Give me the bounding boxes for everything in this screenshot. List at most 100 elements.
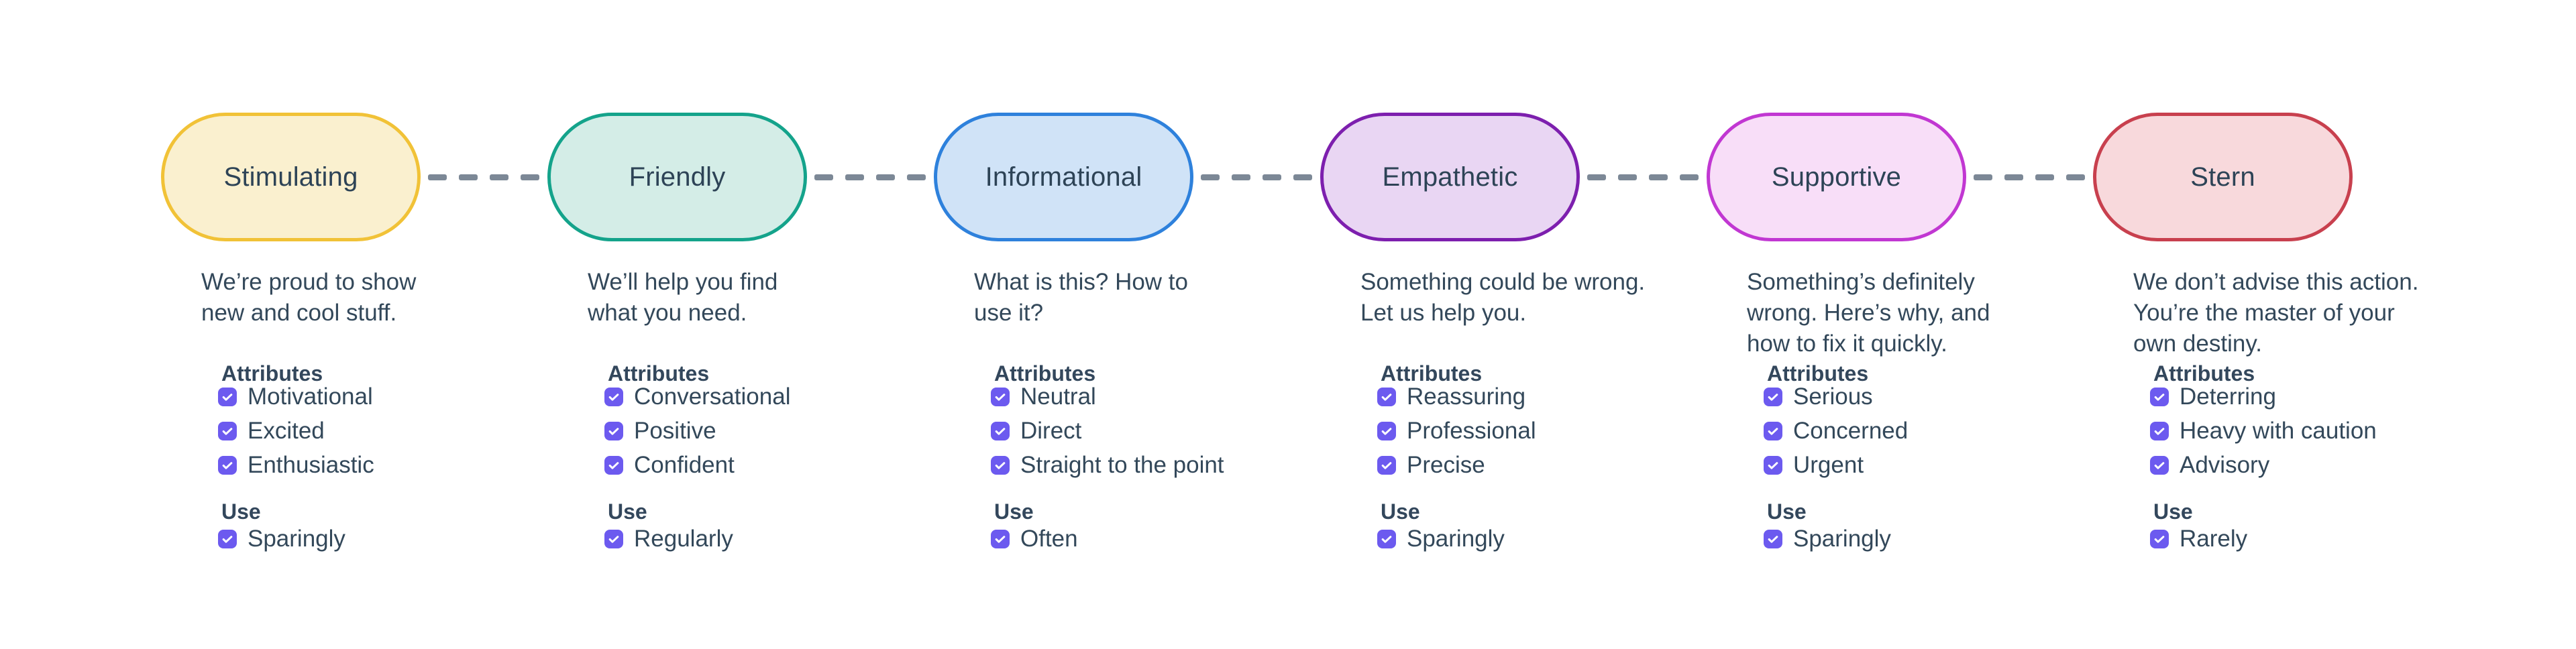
checkbox-checked[interactable]	[218, 387, 237, 406]
checkbox-checked[interactable]	[1764, 387, 1782, 406]
checkbox-row: Rarely	[2150, 527, 2247, 550]
checkbox-row: Deterring	[2150, 385, 2377, 408]
checkbox-checked[interactable]	[218, 455, 237, 475]
checkbox-checked[interactable]	[2150, 387, 2169, 406]
checkbox-checked[interactable]	[991, 529, 1010, 548]
checkbox-checked[interactable]	[604, 387, 623, 406]
checkbox-label: Conversational	[634, 384, 791, 410]
tone-pill: Empathetic	[1320, 113, 1580, 241]
checkbox-row: Straight to the point	[991, 453, 1224, 477]
use-heading: Use	[608, 499, 647, 524]
checkbox-row: Concerned	[1764, 419, 1908, 442]
checkbox-checked[interactable]	[1377, 387, 1396, 406]
connector-dash	[1587, 174, 1606, 180]
checkbox-row: Direct	[991, 419, 1224, 442]
checkbox-checked[interactable]	[218, 529, 237, 548]
checkbox-checked[interactable]	[1377, 421, 1396, 440]
use-list: Sparingly	[1764, 527, 1891, 550]
check-icon	[222, 535, 233, 543]
check-icon	[608, 535, 619, 543]
use-heading: Use	[221, 499, 261, 524]
checkbox-checked[interactable]	[991, 387, 1010, 406]
check-icon	[995, 461, 1006, 469]
tone-description: What is this? How to use it?	[974, 269, 1188, 326]
tone-pill: Stimulating	[161, 113, 421, 241]
connector-dash	[1201, 174, 1220, 180]
checkbox-checked[interactable]	[1377, 455, 1396, 475]
checkbox-row: Neutral	[991, 385, 1224, 408]
attributes-list: Motivational Excited Enthusiastic	[218, 385, 374, 477]
checkbox-label: Concerned	[1793, 418, 1909, 444]
checkbox-row: Sparingly	[1764, 527, 1891, 550]
checkbox-label: Heavy with caution	[2180, 418, 2377, 444]
check-icon	[995, 393, 1006, 401]
checkbox-checked[interactable]	[218, 421, 237, 440]
check-icon	[222, 393, 233, 401]
attributes-list: Conversational Positive Confident	[604, 385, 790, 477]
use-list: Rarely	[2150, 527, 2247, 550]
check-icon	[1381, 461, 1392, 469]
checkbox-checked[interactable]	[1764, 455, 1782, 475]
tone-column: Supportive Something’s definitely wrong.…	[1707, 113, 1990, 582]
checkbox-label: Urgent	[1793, 452, 1864, 478]
checkbox-label: Rarely	[2180, 526, 2248, 552]
checkbox-checked[interactable]	[1377, 529, 1396, 548]
pill-title: Empathetic	[1382, 162, 1518, 192]
connector-dash	[490, 174, 508, 180]
checkbox-label: Serious	[1793, 384, 1873, 410]
checkbox-label: Deterring	[2180, 384, 2276, 410]
dashed-connector	[1974, 174, 2085, 180]
checkbox-checked[interactable]	[604, 455, 623, 475]
connector-dash	[1293, 174, 1312, 180]
checkbox-checked[interactable]	[2150, 455, 2169, 475]
connector-dash	[1618, 174, 1637, 180]
connector-dash	[1649, 174, 1668, 180]
checkbox-label: Professional	[1407, 418, 1536, 444]
checkbox-checked[interactable]	[2150, 529, 2169, 548]
attributes-heading: Attributes	[1381, 361, 1483, 386]
checkbox-row: Sparingly	[218, 527, 345, 550]
attributes-list: Serious Concerned Urgent	[1764, 385, 1908, 477]
checkbox-label: Sparingly	[248, 526, 345, 552]
connector-dash	[521, 174, 539, 180]
check-icon	[608, 393, 619, 401]
connector-dash	[2066, 174, 2085, 180]
checkbox-label: Excited	[248, 418, 325, 444]
pill-title: Informational	[985, 162, 1142, 192]
check-icon	[1768, 393, 1778, 401]
checkbox-checked[interactable]	[991, 421, 1010, 440]
tone-pill: Supportive	[1707, 113, 1966, 241]
tone-description: We’ll help you find what you need.	[588, 269, 778, 326]
checkbox-label: Reassuring	[1407, 384, 1526, 410]
checkbox-row: Positive	[604, 419, 790, 442]
dashed-connector	[1201, 174, 1312, 180]
attributes-list: Deterring Heavy with caution Advisory	[2150, 385, 2377, 477]
tone-column: Stimulating We’re proud to show new and …	[161, 113, 421, 582]
dashed-connector	[428, 174, 539, 180]
checkbox-checked[interactable]	[604, 421, 623, 440]
check-icon	[2154, 427, 2165, 435]
use-list: Sparingly	[1377, 527, 1505, 550]
connector-dash	[428, 174, 447, 180]
checkbox-checked[interactable]	[604, 529, 623, 548]
check-icon	[1768, 535, 1778, 543]
checkbox-row: Urgent	[1764, 453, 1908, 477]
tone-description: Something could be wrong. Let us help yo…	[1360, 269, 1646, 326]
tone-column: Friendly We’ll help you find what you ne…	[547, 113, 807, 582]
checkbox-label: Positive	[634, 418, 716, 444]
use-list: Sparingly	[218, 527, 345, 550]
use-list: Regularly	[604, 527, 733, 550]
checkbox-checked[interactable]	[1764, 529, 1782, 548]
check-icon	[1381, 535, 1392, 543]
attributes-heading: Attributes	[2153, 361, 2255, 386]
checkbox-row: Serious	[1764, 385, 1908, 408]
checkbox-row: Advisory	[2150, 453, 2377, 477]
checkbox-checked[interactable]	[1764, 421, 1782, 440]
checkbox-checked[interactable]	[991, 455, 1010, 475]
check-icon	[995, 427, 1006, 435]
tone-pill: Friendly	[547, 113, 807, 241]
checkbox-row: Regularly	[604, 527, 733, 550]
checkbox-checked[interactable]	[2150, 421, 2169, 440]
use-list: Often	[991, 527, 1078, 550]
connector-dash	[2004, 174, 2023, 180]
